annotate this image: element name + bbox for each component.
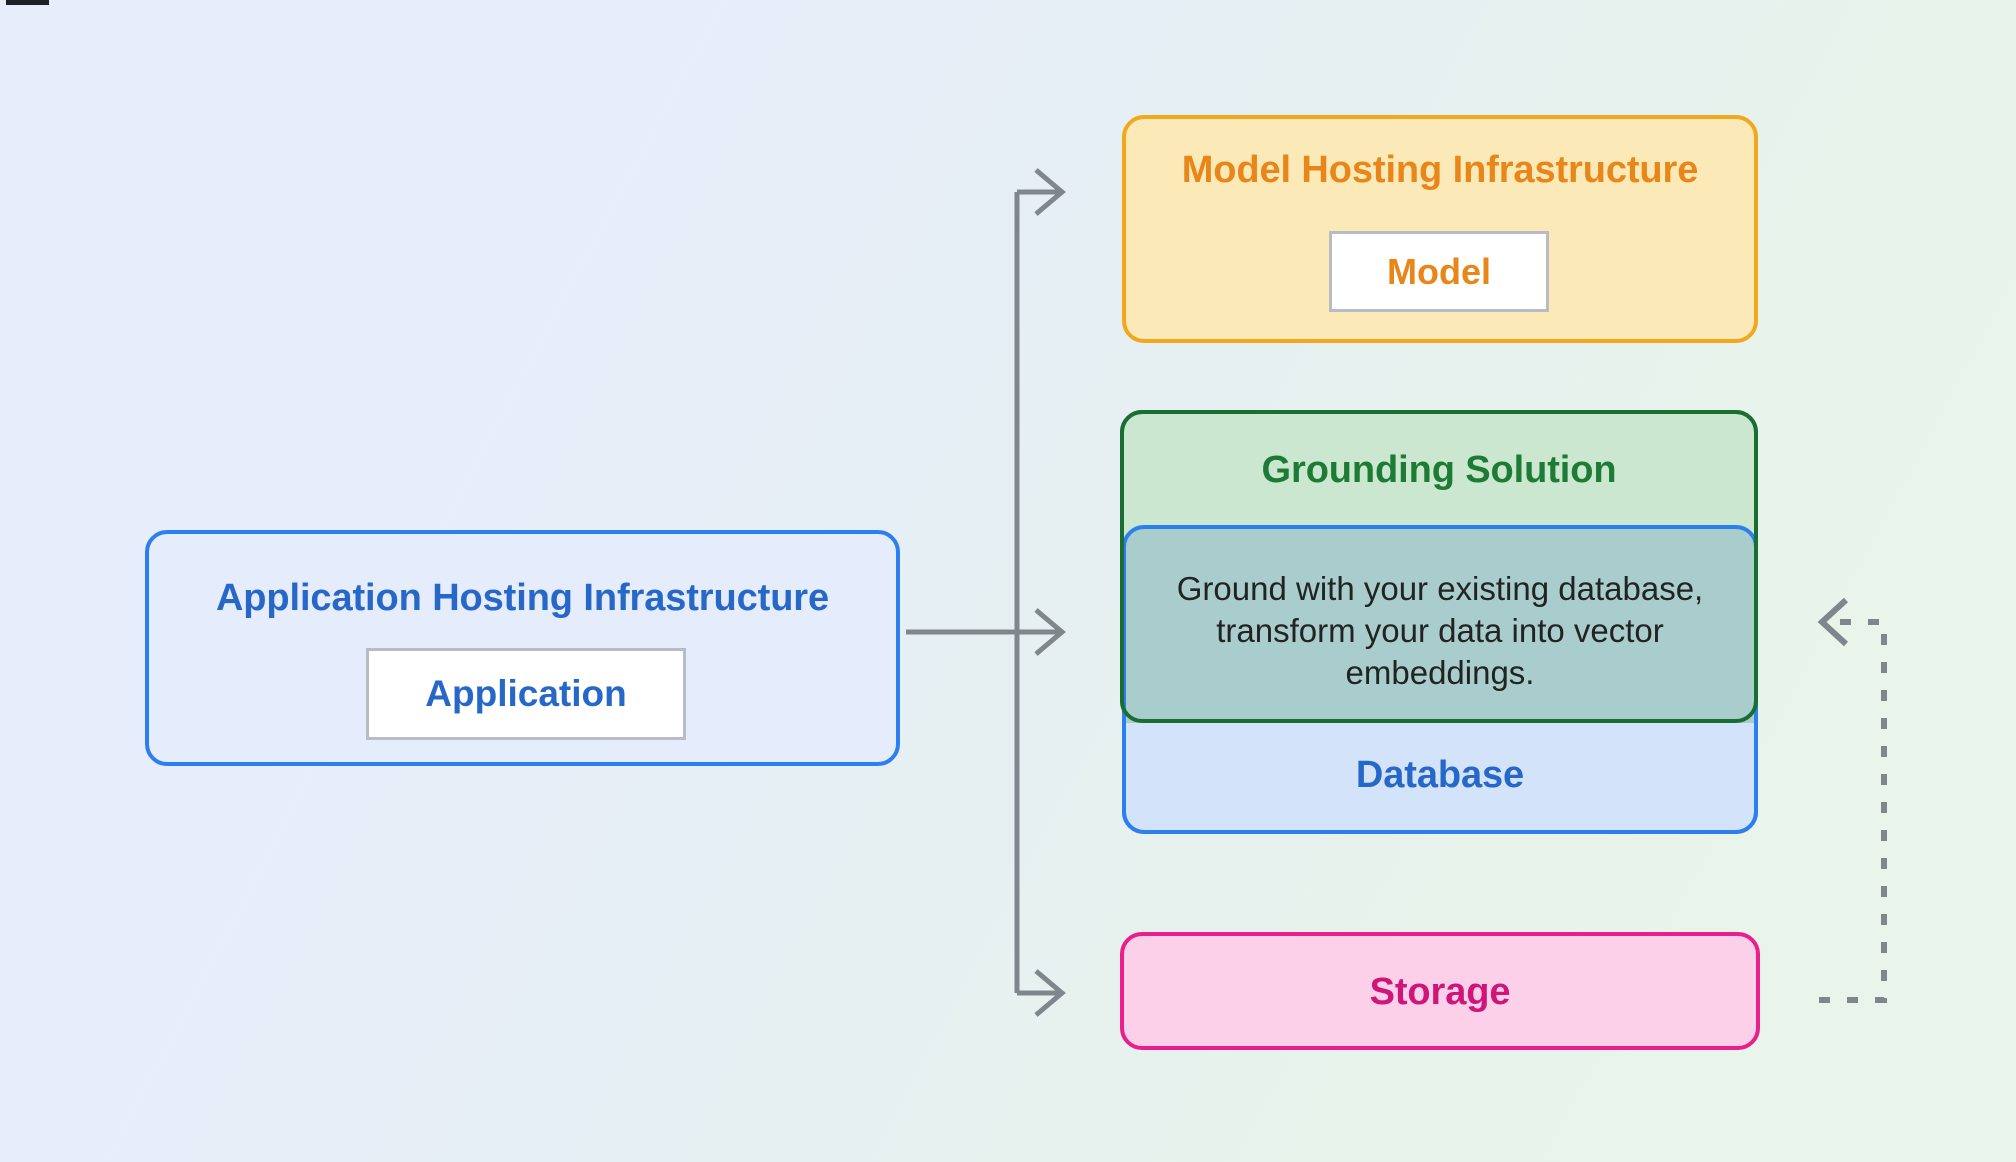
- arrowhead-dashed-return: [1817, 597, 1849, 647]
- crop-artifact-mark: [6, 0, 49, 5]
- connector-dashed-return: [1812, 619, 1887, 1003]
- storage-box[interactable]: Storage: [1120, 932, 1760, 1050]
- grounding-overlap-description: Ground with your existing database, tran…: [1176, 570, 1704, 691]
- model-node[interactable]: Model: [1329, 231, 1549, 312]
- grounding-solution-title: Grounding Solution: [1261, 449, 1617, 491]
- model-hosting-title: Model Hosting Infrastructure: [1181, 149, 1699, 191]
- application-hosting-infrastructure-box[interactable]: Application Hosting Infrastructure Appli…: [145, 530, 900, 766]
- arrowhead-storage: [1034, 969, 1066, 1017]
- model-hosting-infrastructure-box[interactable]: Model Hosting Infrastructure Model: [1122, 115, 1758, 343]
- application-node[interactable]: Application: [366, 648, 686, 740]
- model-node-label: Model: [1387, 250, 1491, 292]
- application-hosting-title: Application Hosting Infrastructure: [215, 577, 830, 619]
- database-title: Database: [1355, 754, 1525, 796]
- arrowhead-grounding: [1034, 608, 1066, 656]
- grounding-database-overlap-region: [1122, 525, 1758, 723]
- application-node-label: Application: [425, 673, 627, 714]
- storage-title: Storage: [1369, 971, 1511, 1013]
- arrowhead-model: [1034, 168, 1066, 216]
